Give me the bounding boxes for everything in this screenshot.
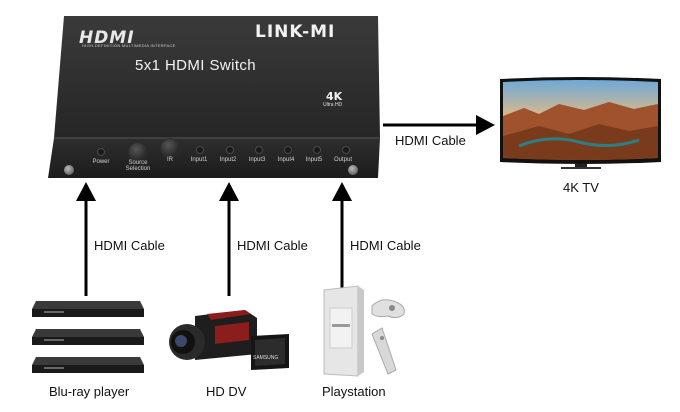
input-arrow-1 (76, 182, 96, 296)
camera-brand-label: SAMSUNG (253, 355, 279, 361)
hdmi-logo: HDMI (79, 28, 135, 48)
output-led (342, 146, 350, 154)
input3-led (255, 146, 263, 154)
input2-label: Input2 (219, 157, 237, 163)
output-arrow (383, 115, 495, 135)
input-cable-label-1: HDMI Cable (94, 238, 165, 253)
input-cable-label-3: HDMI Cable (350, 238, 421, 253)
ir-receiver (160, 138, 180, 158)
input4-label: Input4 (277, 157, 295, 163)
source-selection-button[interactable] (128, 142, 148, 162)
4k-badge-subtitle: Ultra HD (323, 102, 343, 108)
game-console-icon (323, 285, 405, 377)
output-label: Output (333, 157, 352, 163)
input1-led (196, 146, 204, 154)
power-label: Power (92, 159, 110, 165)
input5-label: Input5 (305, 157, 323, 163)
4k-badge: 4K (326, 90, 343, 103)
ir-label: IR (167, 157, 173, 163)
input1-label: Input1 (190, 157, 208, 163)
input5-led (313, 146, 321, 154)
input2-led (226, 146, 234, 154)
input-arrow-3 (332, 182, 352, 296)
left-screw-icon (64, 165, 74, 175)
input-arrow-2 (219, 182, 239, 296)
output-cable-label: HDMI Cable (395, 133, 466, 148)
company-logo: LINK-MI (255, 22, 336, 42)
playstation-label: Playstation (322, 384, 386, 399)
switch-model-name: 5x1 HDMI Switch (135, 57, 257, 74)
input3-label: Input3 (248, 157, 266, 163)
hddv-label: HD DV (206, 384, 247, 399)
power-led (97, 148, 105, 156)
right-screw-icon (348, 165, 358, 175)
input-cable-label-2: HDMI Cable (237, 238, 308, 253)
tv-icon (500, 77, 661, 169)
tv-label: 4K TV (563, 180, 599, 195)
hd-camcorder-icon (169, 310, 289, 370)
bluray-player-icon (32, 301, 144, 373)
bluray-label: Blu-ray player (49, 384, 130, 399)
hdmi-logo-subtitle: HIGH-DEFINITION MULTIMEDIA INTERFACE (82, 43, 176, 48)
input4-led (284, 146, 292, 154)
